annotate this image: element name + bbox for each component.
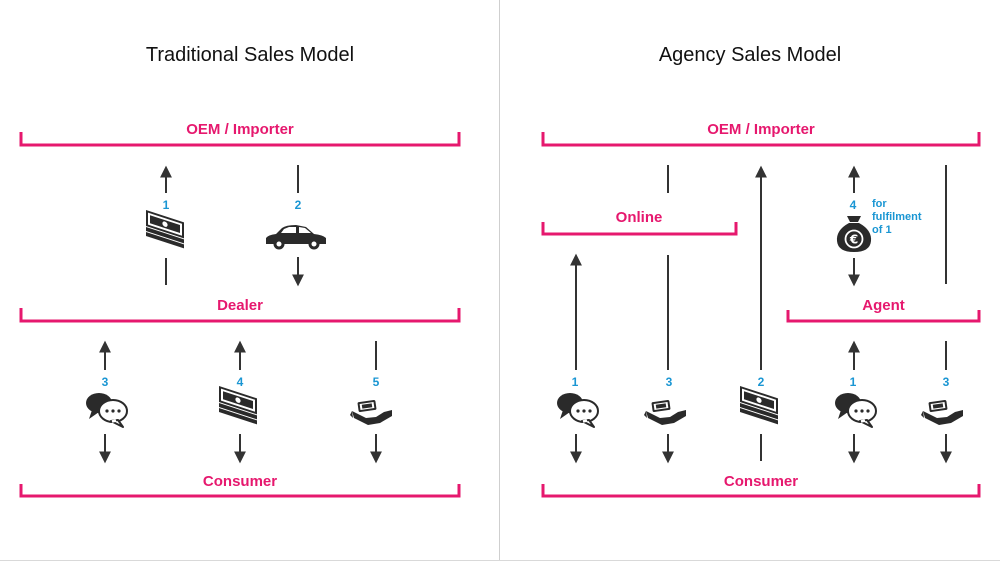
step-number: 1: [849, 375, 857, 389]
money-icon: [740, 386, 778, 425]
agency-oem-label: OEM / Importer: [707, 121, 815, 138]
note-line: of 1: [872, 224, 892, 236]
hand-card-icon: [921, 399, 963, 425]
traditional-model-title: Traditional Sales Model: [145, 44, 355, 66]
step-number: 4: [849, 198, 857, 212]
money-icon: [219, 386, 257, 425]
agency-agent-label: Agent: [862, 297, 905, 314]
money-bag-euro-icon: [836, 215, 872, 253]
step-number: 4: [236, 375, 244, 389]
money-icon: [146, 210, 184, 249]
chat-icon: [833, 391, 878, 429]
agency-consumer-bracket: [541, 484, 981, 498]
step-number: 2: [757, 375, 765, 389]
agency-online-bracket: [541, 222, 738, 236]
hand-card-icon: [350, 399, 392, 425]
chat-icon: [84, 391, 129, 429]
traditional-dealer-label: Dealer: [217, 297, 263, 314]
agency-oem-bracket: [541, 132, 981, 147]
hand-card-icon: [644, 399, 686, 425]
step-number: 3: [942, 375, 950, 389]
step-number: 3: [101, 375, 109, 389]
agency-consumer-label: Consumer: [723, 473, 799, 490]
traditional-oem-label: OEM / Importer: [186, 121, 294, 138]
step-number: 2: [294, 198, 302, 212]
note-line: for: [872, 198, 887, 210]
car-icon: [266, 225, 326, 250]
agency-online-label: Online: [615, 209, 663, 226]
step-number: 3: [665, 375, 673, 389]
chat-icon: [555, 391, 600, 429]
traditional-consumer-bracket: [19, 484, 461, 498]
step-number: 5: [372, 375, 380, 389]
traditional-oem-bracket: [19, 132, 461, 147]
commission-note: for fulfilment of 1: [872, 198, 922, 237]
agency-model-title: Agency Sales Model: [658, 44, 842, 66]
traditional-consumer-label: Consumer: [202, 473, 278, 490]
agency-agent-bracket: [786, 310, 981, 323]
bottom-border: [0, 560, 1000, 561]
panel-divider: [499, 0, 500, 560]
step-number: 1: [571, 375, 579, 389]
note-line: fulfilment: [872, 211, 922, 223]
step-number: 1: [162, 198, 170, 212]
traditional-dealer-bracket: [19, 308, 461, 323]
